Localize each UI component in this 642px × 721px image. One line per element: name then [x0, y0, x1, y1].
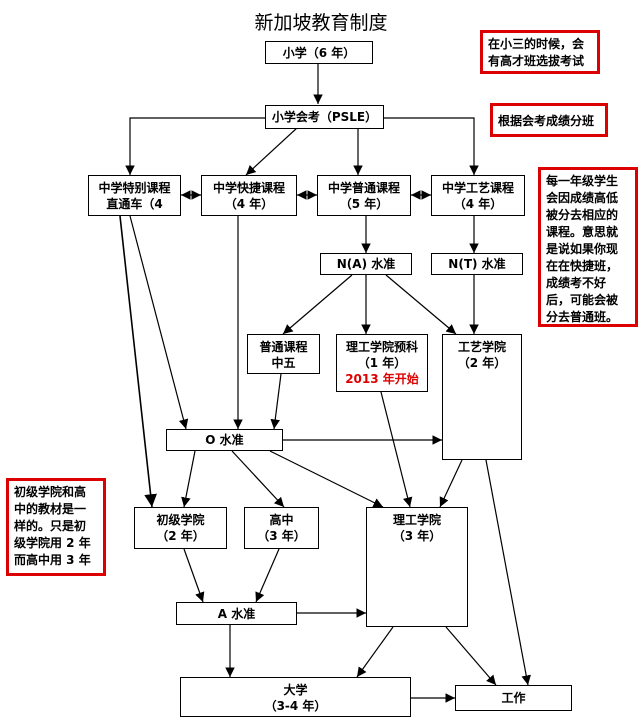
- node-work: 工作: [455, 685, 572, 711]
- node-label: 小学会考（PSLE）: [271, 110, 378, 124]
- node-label: N(A) 水准: [336, 257, 396, 271]
- node-label: （3-4 年）: [264, 699, 327, 713]
- node-university: 大学 （3-4 年）: [180, 677, 411, 717]
- note-line: 每一年级学生: [546, 174, 619, 188]
- note-line: 会因成绩高低: [546, 191, 619, 205]
- note-line: 在在快捷班，: [546, 259, 619, 273]
- arrow-special-to-olevel: [129, 215, 189, 430]
- node-o-level: O 水准: [166, 429, 283, 451]
- note-line: 样的。只是初: [14, 519, 87, 533]
- node-psle: 小学会考（PSLE）: [265, 105, 384, 129]
- note-line: 有高才班选拔考试: [488, 54, 585, 68]
- node-label: （4 年）: [224, 197, 274, 211]
- arrow-psle-to-express: [245, 126, 299, 176]
- node-a-level: A 水准: [176, 602, 297, 625]
- node-ite: 工艺学院 （2 年）: [442, 334, 522, 460]
- node-label: （3 年）: [392, 529, 442, 543]
- arrow-psle-to-technical: [384, 117, 479, 175]
- node-jc: 初级学院 （2 年）: [134, 507, 227, 549]
- note-yearly-streaming: 每一年级学生 会因成绩高低 被分去相应的 课程。意思就 是说如果你现 在在快捷班…: [538, 167, 638, 327]
- node-label: 工作: [501, 691, 526, 705]
- note-line: 根据会考成绩分班: [498, 114, 595, 128]
- node-label: 高中: [269, 513, 294, 527]
- note-gifted-exam: 在小三的时候，会 有高才班选拔考试: [480, 30, 600, 74]
- note-line: 是说如果你现: [546, 242, 619, 256]
- node-ci: 高中 （3 年）: [244, 507, 319, 549]
- arrow-ci-to-alevel: [255, 548, 280, 603]
- node-poly-foundation: 理工学院预科 （1 年） 2013 年开始: [336, 334, 428, 392]
- node-secondary-normal: 中学普通课程 （5 年）: [317, 175, 411, 216]
- note-line: 而高中用 3 年: [14, 553, 91, 567]
- node-label: 普通课程: [259, 340, 308, 354]
- node-label: 中学普通课程: [327, 181, 400, 195]
- node-secondary-technical: 中学工艺课程 （4 年）: [431, 175, 525, 216]
- arrow-ite-to-work: [485, 459, 531, 686]
- node-label: 中学工艺课程: [441, 181, 514, 195]
- node-secondary-express: 中学快捷课程 （4 年）: [201, 175, 297, 216]
- note-line: 被分去相应的: [546, 208, 619, 222]
- arrow-ite-to-poly: [439, 459, 463, 508]
- node-sec5: 普通课程 中五: [247, 334, 320, 374]
- node-secondary-special: 中学特别课程 直通车（4: [88, 175, 181, 216]
- node-label: N(T) 水准: [448, 257, 506, 271]
- arrow-na-to-sec5: [282, 274, 353, 335]
- note-jc-vs-ci: 初级学院和高 中的教材是一 样的。只是初 级学院用 2 年 而高中用 3 年: [6, 478, 106, 576]
- arrow-special-to-jc: [119, 215, 157, 508]
- arrow-poly-to-uni: [356, 626, 394, 678]
- arrow-psle-to-special: [125, 117, 265, 175]
- node-label: A 水准: [217, 606, 256, 621]
- note-line: 中的教材是一: [14, 502, 87, 516]
- arrow-na-to-ite: [385, 274, 457, 335]
- node-label: （1 年）: [357, 356, 407, 370]
- arrow-sec5-to-olevel: [270, 373, 282, 430]
- node-label: 理工学院预科: [345, 340, 418, 354]
- note-streaming: 根据会考成绩分班: [490, 103, 608, 137]
- node-label: （5 年）: [339, 197, 389, 211]
- arrow-olevel-to-ci: [231, 450, 285, 508]
- node-note-2013: 2013 年开始: [345, 372, 419, 386]
- node-label: O 水准: [205, 433, 244, 447]
- node-label: 直通车（4: [106, 197, 163, 211]
- node-label: 大学: [283, 683, 308, 697]
- node-polytechnic: 理工学院 （3 年）: [366, 507, 468, 627]
- diagram-title: 新加坡教育制度: [254, 12, 388, 34]
- node-label: 中学特别课程: [98, 181, 171, 195]
- node-na-level: N(A) 水准: [320, 253, 412, 275]
- node-label: （2 年）: [156, 529, 205, 543]
- note-line: 成绩考不好: [546, 276, 607, 290]
- node-label: 初级学院: [156, 513, 205, 527]
- note-line: 课程。意思就: [546, 225, 619, 239]
- note-line: 后，可能会被: [546, 293, 619, 307]
- note-line: 级学院用 2 年: [14, 536, 91, 550]
- note-line: 初级学院和高: [14, 485, 87, 499]
- node-label: 工艺学院: [457, 340, 506, 354]
- arrow-jc-to-alevel: [183, 548, 205, 603]
- arrow-olevel-to-jc: [181, 450, 196, 508]
- node-label: （4 年）: [453, 197, 503, 211]
- node-label: 理工学院: [392, 513, 441, 527]
- node-label: 中学快捷课程: [212, 181, 285, 195]
- note-line: 分去普通班。: [546, 310, 619, 324]
- arrow-olevel-to-poly: [269, 450, 384, 508]
- node-label: （2 年）: [457, 356, 507, 370]
- node-label: 小学（6 年）: [282, 45, 356, 60]
- node-nt-level: N(T) 水准: [431, 253, 523, 275]
- node-label: （3 年）: [257, 529, 306, 543]
- arrow-polyfoundation-to-poly: [380, 391, 413, 508]
- note-line: 在小三的时候，会: [488, 37, 585, 51]
- node-primary: 小学（6 年）: [265, 41, 373, 64]
- node-label: 中五: [271, 356, 296, 370]
- arrow-poly-to-work: [445, 626, 497, 686]
